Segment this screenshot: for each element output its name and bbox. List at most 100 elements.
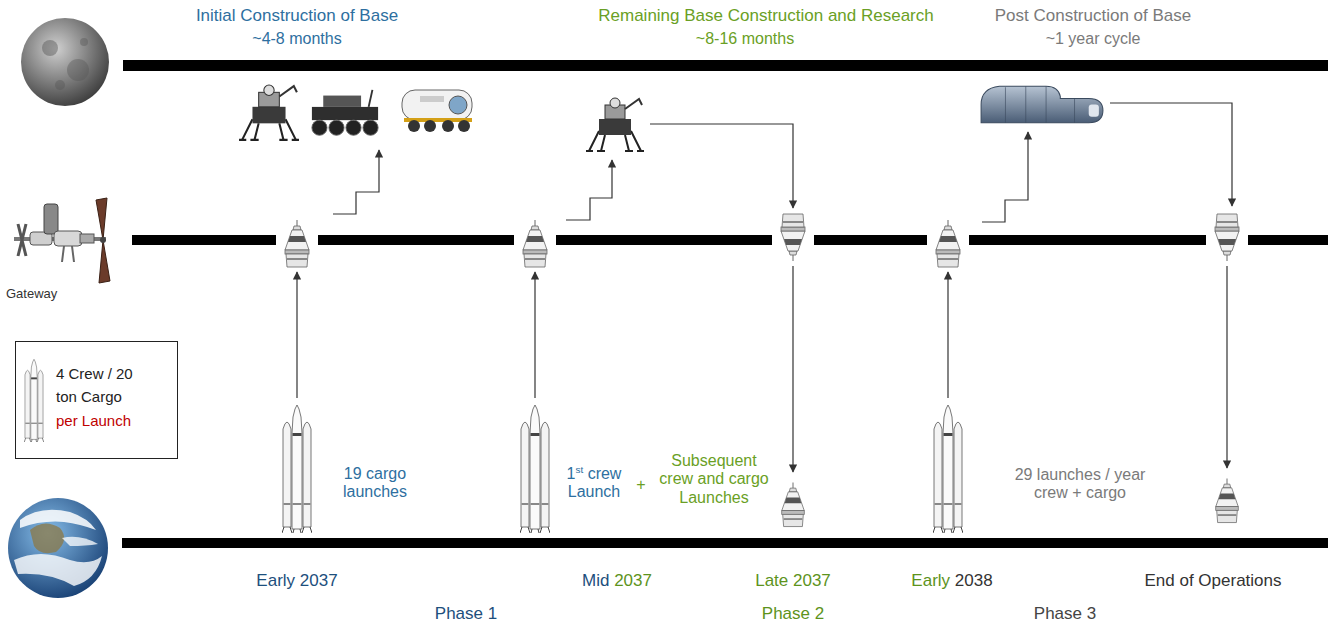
lunar-lander	[586, 98, 644, 151]
return-capsule	[781, 214, 805, 261]
label-slot: Early 2037	[217, 571, 377, 591]
launch-note: 1st crew Launch	[558, 465, 630, 502]
station-module	[80, 234, 94, 243]
launch-note: 19 cargo launches	[330, 465, 420, 502]
crater	[42, 40, 58, 56]
station-antenna	[62, 246, 74, 262]
crater	[67, 59, 89, 81]
phase-label: Phase 2	[723, 604, 863, 624]
station-name: Gateway	[6, 287, 74, 302]
legend-rocket-icon	[24, 359, 43, 442]
launch-arrow	[296, 272, 297, 398]
station-module	[44, 204, 58, 234]
station-module	[54, 231, 82, 246]
legend-text: per Launch	[56, 409, 148, 432]
label-slot: End of Operations	[1113, 571, 1313, 591]
label-slot: Phase 1	[396, 604, 536, 624]
ascent-arrow	[1110, 103, 1232, 206]
launch-vehicle	[282, 405, 312, 533]
label-slot: ~1 year cycle	[1003, 30, 1183, 48]
label-slot: Subsequent crew and cargo Launches	[657, 452, 772, 507]
crater	[55, 80, 65, 90]
label-slot: 1st crew Launch	[558, 465, 630, 502]
earth-disc	[8, 498, 108, 598]
descent-arrow	[982, 132, 1028, 222]
station-hub	[100, 237, 106, 243]
crew-capsule	[936, 220, 960, 267]
label-slot: +	[633, 476, 649, 494]
pressurized-rover	[402, 90, 472, 132]
solar-blade	[96, 198, 107, 240]
phase-duration: ~4-8 months	[207, 30, 387, 48]
plus-sign: +	[633, 476, 649, 494]
earth-cloud	[14, 554, 102, 586]
crew-capsule	[523, 220, 547, 267]
date-label: Late 2037	[718, 571, 868, 591]
ordinal-suffix: st	[575, 464, 583, 475]
crater	[80, 38, 88, 46]
descent-arrow	[566, 160, 612, 220]
return-arrow	[1226, 266, 1227, 468]
descent-arrow	[333, 150, 379, 214]
crew-capsule	[285, 220, 309, 267]
label-slot: Late 2037	[718, 571, 868, 591]
launch-vehicle	[933, 405, 963, 533]
ascent-arrow	[650, 124, 793, 208]
label-slot: 29 launches / year crew + cargo	[1005, 466, 1155, 503]
launch-arrow	[534, 272, 535, 398]
ordinal-number: 1	[567, 465, 576, 482]
earth-cloud	[20, 510, 96, 530]
gateway-station	[14, 198, 110, 283]
earth-cloud	[62, 537, 98, 546]
launch-vehicle	[520, 405, 550, 533]
launch-arrow	[947, 272, 948, 398]
phase-duration: ~8-16 months	[645, 30, 845, 48]
label-slot: Phase 2	[723, 604, 863, 624]
launch-note: 29 launches / year crew + cargo	[1005, 466, 1155, 503]
inflatable-habitat	[981, 86, 1103, 123]
legend-box: 4 Crew / 20 ton Cargoper Launch	[15, 341, 178, 459]
return-arrow	[792, 266, 793, 472]
earth-track	[122, 538, 1328, 548]
legend-text: 4 Crew / 20 ton Cargo	[56, 362, 148, 409]
text-part: 2037	[609, 571, 652, 590]
moon	[21, 18, 109, 106]
label-slot: Remaining Base Construction and Research	[556, 6, 976, 26]
landed-capsule	[782, 483, 805, 527]
solar-blade	[99, 240, 110, 283]
label-slot: ~8-16 months	[645, 30, 845, 48]
phase-duration: ~1 year cycle	[1003, 30, 1183, 48]
moon-disc	[21, 18, 109, 106]
label-slot: 19 cargo launches	[330, 465, 420, 502]
label-slot: Gateway	[6, 287, 74, 302]
label-slot: Mid 2037	[537, 571, 697, 591]
phase-label: Phase 1	[396, 604, 536, 624]
text-part: Mid	[582, 571, 609, 590]
date-label: Mid 2037	[537, 571, 697, 591]
flow-arrows	[297, 103, 1232, 472]
launch-note: Subsequent crew and cargo Launches	[657, 452, 772, 507]
moon-track	[123, 60, 1328, 71]
label-slot: Early 2038	[877, 571, 1027, 591]
earth-land	[30, 523, 64, 553]
date-label: Early 2037	[217, 571, 377, 591]
label-slot: Phase 3	[995, 604, 1135, 624]
earth	[8, 498, 108, 598]
lunar-rover	[312, 90, 378, 135]
station-panels	[18, 224, 26, 256]
return-capsule	[1215, 214, 1239, 261]
phase-heading: Initial Construction of Base	[157, 6, 437, 26]
date-label: End of Operations	[1113, 571, 1313, 591]
lunar-lander	[239, 85, 299, 140]
phase-heading: Post Construction of Base	[953, 6, 1233, 26]
phase-heading: Remaining Base Construction and Research	[556, 6, 976, 26]
label-slot: Initial Construction of Base	[157, 6, 437, 26]
text-part: Early	[911, 571, 950, 590]
label-slot: Post Construction of Base	[953, 6, 1233, 26]
date-label: Early 2038	[877, 571, 1027, 591]
label-slot: ~4-8 months	[207, 30, 387, 48]
text-part: 2038	[950, 571, 993, 590]
phase-label: Phase 3	[995, 604, 1135, 624]
